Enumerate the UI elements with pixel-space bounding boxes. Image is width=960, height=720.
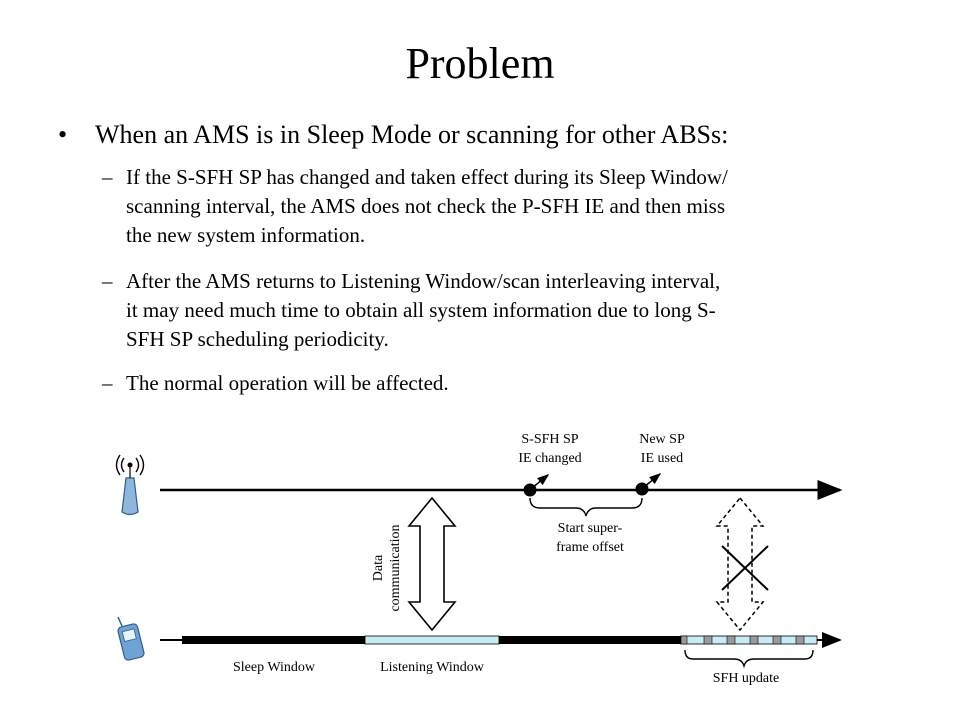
ie-changed-label-line1: S-SFH SP [521, 432, 578, 447]
sub-bullet-line: it may need much time to obtain all syst… [126, 298, 716, 322]
sub-bullet-marker: – [102, 165, 113, 189]
slide-title: Problem [405, 39, 555, 88]
start-offset-label-line1: Start super- [558, 521, 623, 536]
sleep-window-label: Sleep Window [233, 660, 316, 675]
sleep-window-bar-2 [499, 636, 681, 644]
base-station-icon [115, 454, 145, 516]
main-bullet-text: When an AMS is in Sleep Mode or scanning… [95, 120, 729, 149]
sleep-window-bar [182, 636, 365, 644]
blocked-x-line-2 [721, 545, 769, 591]
ie-changed-label-line2: IE changed [518, 451, 581, 466]
new-sp-label-line1: New SP [639, 432, 685, 447]
sub-bullet-line: the new system information. [126, 223, 366, 247]
data-comm-label-line1: Data [371, 554, 386, 581]
sub-bullet-line: After the AMS returns to Listening Windo… [126, 269, 721, 293]
offset-brace [529, 497, 643, 517]
listening-window-bar [364, 635, 500, 645]
sfh-update-brace [684, 649, 814, 669]
sub-bullet-line: If the S-SFH SP has changed and taken ef… [126, 165, 728, 189]
sub-bullet-line: The normal operation will be affected. [126, 371, 449, 395]
new-sp-label-line2: IE used [641, 451, 683, 466]
bullet-marker: • [58, 120, 68, 149]
data-communication-arrow [407, 496, 457, 632]
ie-changed-arrow [531, 474, 550, 489]
start-offset-label-line2: frame offset [556, 540, 624, 555]
sub-bullet-line: scanning interval, the AMS does not chec… [126, 194, 726, 218]
sub-bullet-marker: – [102, 269, 113, 293]
sub-bullet-line: SFH SP scheduling periodicity. [126, 327, 389, 351]
data-comm-label-line2: communication [388, 524, 403, 611]
listening-window-label: Listening Window [380, 660, 485, 675]
sfh-update-label: SFH update [713, 671, 780, 686]
new-sp-used-arrow [643, 473, 662, 488]
sfh-slots [680, 635, 805, 645]
sub-bullet-marker: – [102, 371, 113, 395]
mobile-phone-icon [117, 616, 145, 661]
